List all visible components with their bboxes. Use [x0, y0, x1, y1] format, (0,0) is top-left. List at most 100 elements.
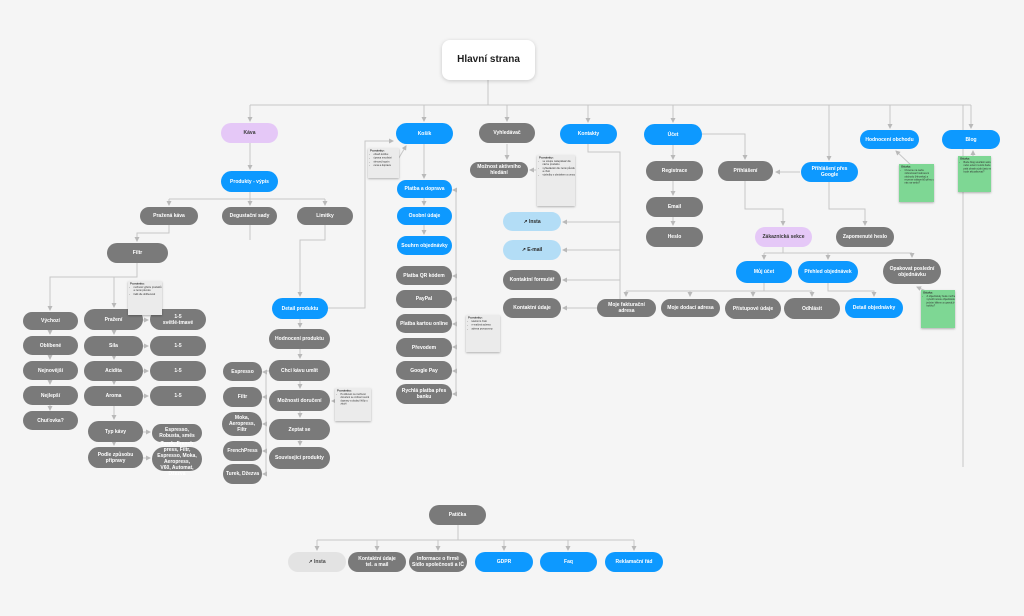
node-kontakty[interactable]: Kontakty	[560, 124, 617, 144]
node-g-filtr[interactable]: Filtr	[223, 387, 262, 407]
node-vyhledavac[interactable]: Vyhledávač	[479, 123, 535, 143]
node-zakaznicka-sekce[interactable]: Zákaznická sekce	[755, 227, 812, 247]
node-degustacni-sady[interactable]: Degustační sady	[222, 207, 277, 225]
node-label: Souhrn objednávky	[401, 242, 448, 249]
node-souhrn-objednavky[interactable]: Souhrn objednávky	[397, 236, 452, 255]
node-label: GDPR	[496, 559, 512, 565]
sticky-note-poznamky-kontakt[interactable]: Poznámky:telefonní čísloe-mailová adresa…	[466, 315, 500, 352]
node-label: Opakovat poslední objednávku	[889, 265, 935, 278]
node-paticka[interactable]: Patička	[429, 505, 486, 525]
node-sort-nejnovejsi[interactable]: Nejnovější	[23, 361, 78, 380]
node-email[interactable]: Email	[646, 197, 703, 217]
node-heslo[interactable]: Heslo	[646, 227, 703, 247]
node-google-pay[interactable]: Google Pay	[396, 361, 452, 380]
node-label: Káva	[243, 130, 256, 136]
node-zapomenute-heslo[interactable]: Zapomenuté heslo	[836, 227, 894, 247]
sticky-note-bullet: slevový kupón	[374, 160, 400, 163]
node-prihlaseni-google[interactable]: Přihlášení přes Google	[801, 162, 858, 182]
node-opakovat-objednavku[interactable]: Opakovat poslední objednávku	[883, 259, 941, 284]
node-hodnoceni-obchodu[interactable]: Hodnocení obchodu	[860, 130, 919, 149]
node-limitky[interactable]: Limitky	[297, 207, 353, 225]
node-moje-dodaci-adresa[interactable]: Moje dodací adresa	[661, 299, 720, 317]
node-paypal[interactable]: PayPal	[396, 290, 452, 308]
node-odhlasit[interactable]: Odhlásit	[784, 298, 840, 319]
node-sort-nejlepsi[interactable]: Nejlepší	[23, 386, 78, 405]
node-muj-ucet[interactable]: Můj účet	[736, 261, 792, 283]
node-rychla-platba[interactable]: Rychlá platba přes banku	[396, 384, 452, 404]
node-f-acidita[interactable]: Acidita	[84, 361, 143, 381]
node-v-priprava[interactable]: Turek, French press, Filtr, Espresso, Mo…	[152, 441, 202, 477]
node-hodnoceni-produktu[interactable]: Hodnocení produktu	[269, 329, 330, 349]
node-sort-oblibene[interactable]: Oblíbené	[23, 336, 78, 355]
node-v-typ-kavy[interactable]: Espresso, Robusta, směs	[152, 424, 202, 442]
sticky-note-poznamka-doruceni[interactable]: Poznámka:Po kliknutí na možnost doručení…	[335, 388, 371, 421]
node-pristupove-udaje[interactable]: Přístupové údaje	[725, 298, 781, 319]
node-moje-fakturacni-adresa[interactable]: Moje fakturační adresa	[597, 299, 656, 317]
node-label: Kontaktní formulář	[509, 277, 555, 283]
node-prazena-kava[interactable]: Pražená káva	[140, 207, 198, 225]
sticky-note-otazka-hodnoceni[interactable]: Otázka:Chceme na webu zobrazovat hodnoce…	[899, 164, 934, 202]
node-f-aroma[interactable]: Aroma	[84, 386, 143, 406]
node-f-gdpr[interactable]: GDPR	[475, 552, 533, 572]
node-label: ↗ E-mail	[521, 247, 543, 253]
node-f-insta[interactable]: ↗ Insta	[288, 552, 346, 572]
node-f-informace[interactable]: Informace o firmě Sídlo společnosti a IČ	[409, 552, 467, 572]
node-prevodem[interactable]: Převodem	[396, 338, 452, 357]
node-g-espresso[interactable]: Espresso	[223, 362, 262, 381]
node-platba-qr[interactable]: Platba QR kódem	[396, 266, 452, 285]
node-v-prazeni[interactable]: 1-5 světlé-tmavé	[150, 309, 206, 330]
node-detail-produktu[interactable]: Detail produktu	[272, 298, 328, 319]
node-label: Reklamační řád	[615, 559, 653, 565]
sticky-note-title: Poznámky:	[468, 316, 483, 320]
node-moznosti-doruceni[interactable]: Možnosti doručení	[269, 390, 330, 411]
node-chci-kavu-umlit[interactable]: Chci kávu umlít	[269, 360, 330, 381]
node-kontaktni-udaje[interactable]: Kontaktní údaje	[503, 298, 561, 318]
node-moznost-hledani[interactable]: Možnost aktivního hledání	[470, 162, 528, 178]
node-label: Možnost aktivního hledání	[477, 164, 521, 176]
node-f-typ-kavy[interactable]: Typ kávy	[88, 421, 143, 442]
sticky-note-otazka-blog[interactable]: Otázka:Bude blog součástí webu nebo exte…	[958, 156, 991, 192]
node-f-kontaktni-udaje[interactable]: Kontaktní údaje tel. a mail	[348, 552, 406, 572]
node-f-sila[interactable]: Síla	[84, 336, 143, 356]
node-blog[interactable]: Blog	[942, 130, 1000, 149]
sticky-note-poznamky-vyhledavac[interactable]: Poznámky:ve vstupu našeptávač dle názvu …	[537, 155, 575, 206]
node-platba-doprava[interactable]: Platba a doprava	[397, 180, 452, 198]
node-v-aroma[interactable]: 1-5	[150, 386, 206, 406]
node-osobni-udaje[interactable]: Osobní údaje	[397, 207, 452, 225]
sticky-note-poznamky-kosik[interactable]: Poznámky:obsah košíkuúprava množstvíslev…	[368, 148, 399, 178]
node-f-priprava[interactable]: Podle způsobu přípravy	[88, 447, 143, 468]
node-f-reklamacni-rad[interactable]: Reklamační řád	[605, 552, 663, 572]
node-label: Kontaktní údaje tel. a mail	[358, 556, 396, 568]
node-platba-kartou[interactable]: Platba kartou online	[396, 314, 452, 333]
sticky-note-otazka-objednavka[interactable]: Otázka:Z objednávky bude možné vytvořit …	[921, 290, 955, 328]
sticky-note-poznamka-filtr[interactable]: Poznámka:možnost výběru produktů a země …	[128, 281, 162, 315]
node-zeptat-se[interactable]: Zeptat se	[269, 419, 330, 440]
node-sort-vychozi[interactable]: Výchozí	[23, 312, 78, 330]
node-filtr[interactable]: Filtr	[107, 243, 168, 263]
node-v-acidita[interactable]: 1-5	[150, 361, 206, 381]
node-registrace[interactable]: Registrace	[646, 161, 703, 181]
node-produkty-vypis[interactable]: Produkty - výpis	[221, 171, 278, 192]
node-detail-objednavky[interactable]: Detail objednávky	[845, 298, 903, 318]
node-f-faq[interactable]: Faq	[540, 552, 597, 572]
node-insta[interactable]: ↗ Insta	[503, 212, 561, 231]
node-sort-chutovka[interactable]: Chuťovka?	[23, 411, 78, 430]
node-kava[interactable]: Káva	[221, 123, 278, 143]
node-kosik[interactable]: Košík	[396, 123, 453, 144]
node-label: Oblíbené	[39, 342, 62, 349]
node-email-odkaz[interactable]: ↗ E-mail	[503, 240, 561, 260]
node-v-sila[interactable]: 1-5	[150, 336, 206, 356]
node-souvisejici-produkty[interactable]: Související produkty	[269, 447, 330, 469]
node-prehled-objednavek[interactable]: Přehled objednávek	[798, 261, 858, 283]
node-label: ↗ Insta	[523, 218, 541, 225]
node-ucet[interactable]: Účet	[644, 124, 702, 145]
node-kontaktni-formular[interactable]: Kontaktní formulář	[503, 270, 561, 290]
node-g-frenchpress[interactable]: FrenchPress	[223, 441, 262, 461]
node-label: Odhlásit	[801, 305, 822, 312]
node-prihlaseni[interactable]: Přihlášení	[718, 161, 773, 181]
sticky-note-bullet: adresa provozovny	[472, 327, 501, 330]
node-g-turek[interactable]: Turek, Džezva	[223, 464, 262, 484]
node-hlavni-strana[interactable]: Hlavní strana	[442, 40, 535, 80]
node-g-moka[interactable]: Moka, Aeropress, Filtr	[222, 412, 262, 436]
